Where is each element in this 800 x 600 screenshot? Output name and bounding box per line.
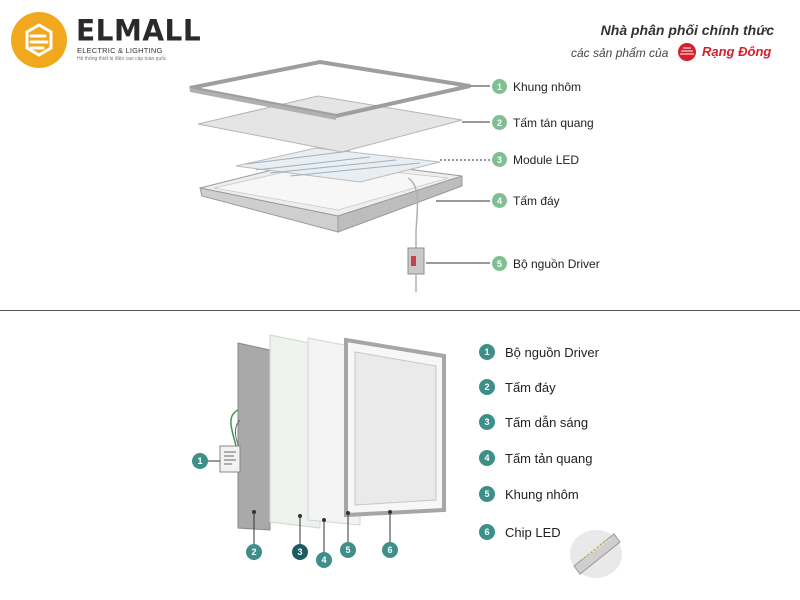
top-label-driver: 5 Bộ nguồn Driver bbox=[492, 256, 600, 271]
diagram-tag-light-guide: 3 bbox=[292, 544, 308, 560]
label-number: 3 bbox=[479, 414, 495, 430]
diagram-tag-frame: 5 bbox=[340, 542, 356, 558]
label-text: Tấm tản quang bbox=[505, 450, 593, 466]
label-text: Khung nhôm bbox=[505, 486, 579, 502]
top-label-frame: 1 Khung nhôm bbox=[492, 79, 581, 94]
led-module-shape bbox=[235, 147, 441, 183]
top-label-diffuser: 2 Tấm tán quang bbox=[492, 115, 594, 130]
label-text: Khung nhôm bbox=[513, 79, 582, 94]
distributor-subtitle: các sản phẩm của bbox=[571, 46, 669, 60]
diagram-tag-chip-led: 6 bbox=[382, 542, 398, 558]
bottom-label-light-guide: 3 Tấm dẫn sáng bbox=[479, 414, 588, 430]
label-number: 1 bbox=[492, 79, 507, 94]
label-number: 2 bbox=[479, 379, 495, 395]
chip-led-thumbnail bbox=[570, 530, 622, 578]
driver-module-shape bbox=[219, 445, 241, 473]
label-text: Module LED bbox=[513, 152, 580, 167]
label-text: Bộ nguồn Driver bbox=[505, 344, 599, 360]
label-text: Bộ nguồn Driver bbox=[513, 256, 600, 271]
top-label-led-module: 3 Module LED bbox=[492, 152, 579, 167]
bottom-label-base: 2 Tấm đáy bbox=[479, 379, 556, 395]
label-text: Tấm đáy bbox=[505, 379, 556, 395]
label-number: 5 bbox=[492, 256, 507, 271]
top-exploded-diagram bbox=[189, 59, 490, 292]
section-divider bbox=[0, 310, 800, 311]
rang-dong-sunburst-icon bbox=[678, 43, 696, 61]
diagram-tag-base: 2 bbox=[246, 544, 262, 560]
diagram-tag-driver: 1 bbox=[192, 453, 208, 469]
bottom-label-chip-led: 6 Chip LED bbox=[479, 524, 561, 540]
label-text: Tấm đáy bbox=[513, 193, 560, 208]
brand-name: Rạng Đông bbox=[702, 44, 772, 59]
logo-subtitle: ELECTRIC & LIGHTING bbox=[77, 46, 163, 55]
bottom-label-driver: 1 Bộ nguồn Driver bbox=[479, 344, 599, 360]
label-text: Tấm tán quang bbox=[513, 115, 594, 130]
top-label-base: 4 Tấm đáy bbox=[492, 193, 560, 208]
bottom-label-diffuser: 4 Tấm tản quang bbox=[479, 450, 592, 466]
back-plate-shape bbox=[237, 342, 271, 531]
label-number: 1 bbox=[479, 344, 495, 360]
label-number: 4 bbox=[492, 193, 507, 208]
label-text: Tấm dẫn sáng bbox=[505, 414, 589, 430]
elmall-logo-icon bbox=[11, 12, 67, 68]
label-text: Chip LED bbox=[505, 524, 561, 540]
distributor-title: Nhà phân phối chính thức bbox=[600, 22, 774, 38]
label-number: 2 bbox=[492, 115, 507, 130]
label-number: 6 bbox=[479, 524, 495, 540]
diagram-tag-diffuser: 4 bbox=[316, 552, 332, 568]
label-number: 3 bbox=[492, 152, 507, 167]
logo-tagline: Hệ thống thiết bị điện cao cấp toàn quốc bbox=[77, 56, 167, 62]
bottom-label-frame: 5 Khung nhôm bbox=[479, 486, 579, 502]
label-number: 4 bbox=[479, 450, 495, 466]
logo-wordmark: ELMALL bbox=[76, 13, 202, 48]
label-number: 5 bbox=[479, 486, 495, 502]
